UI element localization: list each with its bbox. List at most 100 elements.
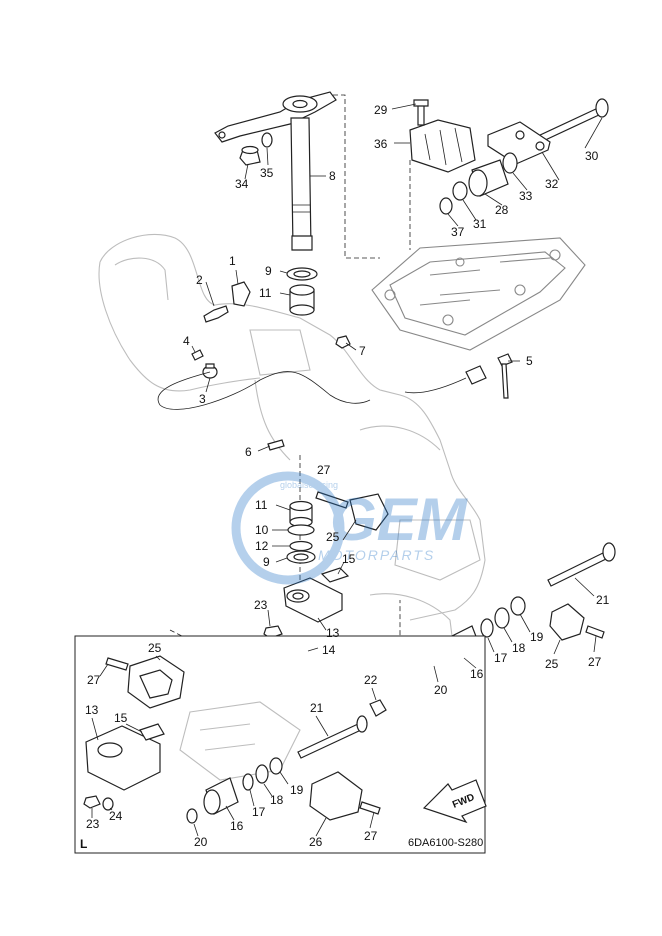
mount-plate-32	[487, 121, 551, 165]
callout-29: 29	[374, 103, 388, 117]
washer-17	[480, 618, 494, 638]
callout-20-right: 20	[434, 683, 448, 697]
callout-2: 2	[196, 273, 203, 287]
callout-32: 32	[545, 177, 559, 191]
rubber-mount-28	[468, 159, 509, 197]
callout-4: 4	[183, 334, 190, 348]
washer-31	[452, 181, 468, 201]
callout-10: 10	[255, 523, 269, 537]
washer-33	[502, 152, 518, 174]
mount-cradle-25-center	[349, 493, 389, 531]
watermark-top: globalsourcing	[280, 480, 338, 490]
tie-wrap-5	[497, 353, 513, 399]
bracket-13	[283, 577, 343, 623]
inset-cradle-25	[127, 655, 185, 709]
leader-lines	[191, 103, 603, 683]
callout-8: 8	[329, 169, 336, 183]
callout-7: 7	[359, 344, 366, 358]
inset-callout-13: 13	[85, 703, 99, 717]
callout-13: 13	[326, 626, 340, 640]
callout-17-right: 17	[494, 651, 508, 665]
bolt-27-right	[585, 625, 605, 639]
engine-block	[371, 237, 586, 351]
washer-9-upper-hole	[293, 270, 311, 278]
callout-21-right: 21	[596, 593, 610, 607]
bushing-11-lower	[289, 500, 313, 528]
inset-collar-20	[186, 808, 198, 824]
callout-33: 33	[519, 189, 533, 203]
screw-6	[267, 439, 285, 451]
callout-15: 15	[342, 552, 356, 566]
diagram-code: 6DA6100-S280	[408, 837, 483, 849]
bolt-2	[203, 305, 229, 323]
inset-nut-23	[83, 795, 101, 809]
inset-callout-27-top: 27	[87, 673, 101, 687]
inset-callout-15: 15	[114, 711, 128, 725]
callout-11-lower: 11	[255, 498, 268, 512]
inset-cap-22	[369, 699, 387, 717]
inset-callout-25: 25	[148, 641, 162, 655]
callout-6: 6	[245, 445, 252, 459]
washer-19	[510, 596, 526, 616]
callout-9-lower: 9	[263, 555, 270, 569]
fwd-arrow: FWD	[422, 779, 487, 824]
callout-36: 36	[374, 137, 388, 151]
inset-callout-21: 21	[310, 701, 324, 715]
seal-12	[289, 540, 313, 552]
callout-31: 31	[473, 217, 487, 231]
callout-37: 37	[451, 225, 465, 239]
callout-14: 14	[322, 643, 336, 657]
inset-washer-24	[102, 797, 114, 811]
mount-cover-36	[409, 119, 476, 173]
inset-callout-19: 19	[290, 783, 304, 797]
inset-callout-16: 16	[230, 819, 244, 833]
inset-rubber-16	[203, 777, 239, 815]
inset-callout-18: 18	[270, 793, 284, 807]
grease-nipple-3	[202, 363, 218, 379]
inset-callout-17: 17	[252, 805, 266, 819]
bracket-15	[320, 567, 350, 583]
washer-35	[261, 132, 273, 148]
connector-5-plug	[404, 365, 487, 394]
inset-bracket-13	[85, 725, 161, 791]
callout-1: 1	[229, 254, 236, 268]
inset-washer-18	[255, 764, 269, 784]
inset-panel	[74, 635, 486, 854]
inset-bolt-21	[297, 715, 368, 759]
callout-19-right: 19	[530, 630, 544, 644]
inset-label: L	[80, 837, 87, 851]
callout-16-right: 16	[470, 667, 484, 681]
steering-shaft	[290, 117, 313, 251]
steering-to-block-line	[333, 94, 380, 259]
inset-washer-17	[242, 773, 254, 791]
inset-callout-20: 20	[194, 835, 208, 849]
inset-callout-26: 26	[309, 835, 323, 849]
inset-washer-19	[269, 757, 283, 775]
callout-25-right: 25	[545, 657, 559, 671]
callout-11-upper: 11	[259, 286, 272, 300]
callout-34: 34	[235, 177, 249, 191]
watermark-sub: MOTORPARTS	[318, 547, 435, 563]
callout-27-right: 27	[588, 655, 602, 669]
callout-30: 30	[585, 149, 599, 163]
o-ring-10	[287, 524, 315, 536]
inset-callout-23: 23	[86, 817, 100, 831]
upper-casing-outline	[98, 233, 486, 661]
inset-cradle-26	[309, 771, 363, 821]
callout-9-upper: 9	[265, 264, 272, 278]
inset-callout-24: 24	[109, 809, 123, 823]
callout-23: 23	[254, 598, 268, 612]
cradle-25-right	[549, 603, 585, 641]
bushing-11-upper	[289, 284, 315, 316]
callout-25-center: 25	[326, 530, 340, 544]
bolt-29	[413, 99, 429, 126]
inset-bolt-27-top	[105, 657, 129, 671]
callout-28: 28	[495, 203, 509, 217]
grease-hose	[157, 371, 371, 410]
watermark-logo: globalsourcing GEM MOTORPARTS	[231, 471, 469, 585]
inset-callout-22: 22	[364, 673, 378, 687]
steering-arm	[214, 91, 337, 143]
inset-leader-lines	[91, 655, 377, 837]
nut-7	[335, 335, 351, 349]
nut-34	[239, 145, 261, 166]
